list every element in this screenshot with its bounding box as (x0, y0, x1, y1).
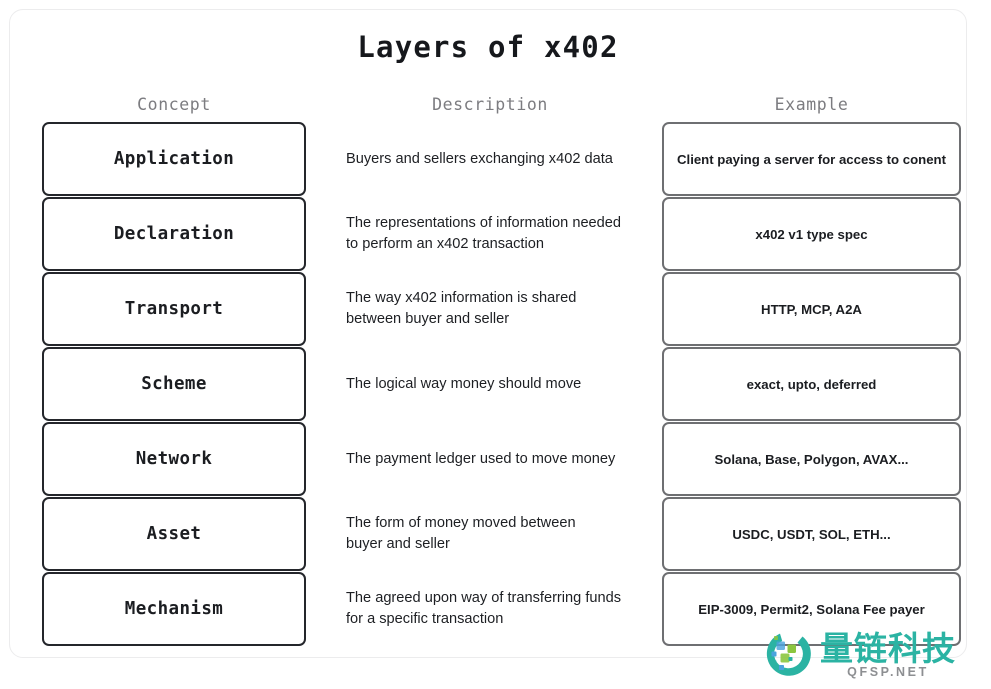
example-label: USDC, USDT, SOL, ETH... (732, 526, 891, 542)
concept-label: Transport (124, 299, 224, 319)
layer-row: Transport The way x402 information is sha… (10, 272, 966, 347)
example-box[interactable]: USDC, USDT, SOL, ETH... (662, 497, 961, 571)
concept-box[interactable]: Scheme (42, 347, 306, 421)
example-box[interactable]: HTTP, MCP, A2A (662, 272, 961, 346)
concept-label: Application (113, 149, 235, 169)
example-box[interactable]: Client paying a server for access to con… (662, 122, 961, 196)
watermark: 量链科技 QFSP.NET (760, 626, 986, 684)
column-header-concept: Concept (137, 95, 211, 114)
description-line: The way x402 information is shared (346, 290, 577, 306)
example-box[interactable]: x402 v1 type spec (662, 197, 961, 271)
example-label: Solana, Base, Polygon, AVAX... (714, 451, 909, 467)
description-line: The agreed upon way of transferring fund… (346, 590, 622, 606)
concept-box[interactable]: Mechanism (42, 572, 306, 646)
diagram-card: Layers of x402 Concept Description Examp… (9, 9, 967, 658)
qfsp-logo-icon (766, 633, 811, 676)
example-box[interactable]: EIP-3009, Permit2, Solana Fee payer (662, 572, 961, 646)
watermark-text: 量链科技 QFSP.NET (820, 629, 956, 680)
description-line: The payment ledger used to move money (346, 450, 616, 467)
concept-label: Network (135, 449, 213, 469)
description-cell: The agreed upon way of transferring fund… (346, 572, 646, 646)
description-cell: The payment ledger used to move money (346, 422, 646, 496)
layer-row: Mechanism The agreed upon way of transfer… (10, 572, 966, 647)
example-label: HTTP, MCP, A2A (761, 301, 862, 317)
example-label: EIP-3009, Permit2, Solana Fee payer (698, 601, 925, 617)
example-label: x402 v1 type spec (755, 226, 868, 242)
description-line: between buyer and seller (346, 311, 510, 327)
watermark-brand: 量链科技 (820, 629, 956, 668)
description-cell: The form of money moved between buyer and… (346, 497, 646, 571)
concept-box[interactable]: Declaration (42, 197, 306, 271)
description-line: to perform an x402 transaction (346, 236, 544, 252)
description-cell: The logical way money should move (346, 347, 646, 421)
concept-label: Mechanism (124, 599, 224, 619)
layer-row: Declaration The representations of inform… (10, 197, 966, 272)
description-line: The form of money moved between (346, 515, 576, 531)
layer-row: Asset The form of money moved between buye… (10, 497, 966, 572)
description-line: buyer and seller (346, 536, 450, 552)
description-line: Buyers and sellers exchanging x402 data (346, 150, 613, 167)
example-box[interactable]: Solana, Base, Polygon, AVAX... (662, 422, 961, 496)
example-label: exact, upto, deferred (746, 376, 877, 392)
concept-label: Asset (146, 524, 202, 544)
concept-box[interactable]: Transport (42, 272, 306, 346)
concept-box[interactable]: Application (42, 122, 306, 196)
description-line: for a specific transaction (346, 611, 504, 627)
layer-row: Application Buyers and sellers exchanging… (10, 122, 966, 197)
layers-table: Application Buyers and sellers exchanging… (10, 122, 966, 647)
description-cell: Buyers and sellers exchanging x402 data (346, 122, 646, 196)
watermark-domain: QFSP.NET (847, 665, 929, 679)
concept-label: Scheme (141, 374, 207, 394)
concept-box[interactable]: Network (42, 422, 306, 496)
example-box[interactable]: exact, upto, deferred (662, 347, 961, 421)
description-line: The representations of information neede… (346, 215, 622, 231)
description-cell: The representations of information neede… (346, 197, 646, 271)
layer-row: Network The payment ledger used to move m… (10, 422, 966, 497)
description-line: The logical way money should move (346, 375, 582, 392)
description-cell: The way x402 information is shared betwee… (346, 272, 646, 346)
column-header-description: Description (432, 95, 548, 114)
page-title: Layers of x402 (357, 30, 619, 64)
example-label: Client paying a server for access to con… (677, 151, 946, 167)
concept-box[interactable]: Asset (42, 497, 306, 571)
column-header-example: Example (774, 95, 849, 114)
layer-row: Scheme The logical way money should move e… (10, 347, 966, 422)
concept-label: Declaration (113, 224, 235, 244)
